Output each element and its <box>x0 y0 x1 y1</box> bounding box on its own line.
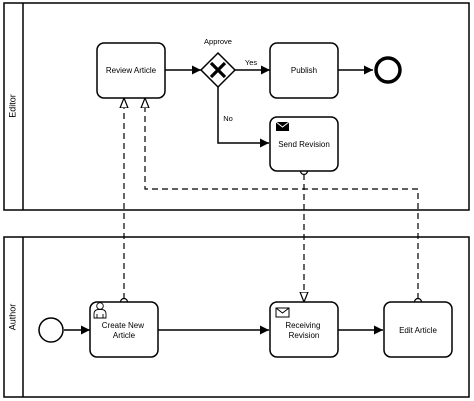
task-label-publish: Publish <box>291 66 317 75</box>
task-send-revision[interactable]: Send Revision <box>269 116 339 172</box>
task-label-receiving-line2: Revision <box>289 331 320 340</box>
svg-text:Review Article: Review Article <box>106 66 157 75</box>
task-edit-article[interactable]: Edit Article <box>383 301 453 358</box>
send-message-icon <box>275 121 290 131</box>
svg-text:Receiving Revision: Receiving Revision <box>285 321 322 340</box>
end-event[interactable] <box>374 56 402 84</box>
gateway-label: Approve <box>204 37 232 46</box>
svg-text:Send Revision: Send Revision <box>278 140 330 149</box>
receive-message-icon <box>275 307 290 318</box>
lane-label-author: Author <box>7 304 17 331</box>
task-review-article[interactable]: Review Article <box>96 42 166 99</box>
task-label-edit-article: Edit Article <box>399 326 437 335</box>
task-receiving-revision[interactable]: Receiving Revision <box>269 301 339 358</box>
start-event[interactable] <box>38 317 64 343</box>
user-icon <box>93 302 107 319</box>
gateway-yes-label: Yes <box>245 58 257 67</box>
sequence-flows <box>64 65 383 335</box>
task-label-review-article: Review Article <box>106 66 157 75</box>
lane-label-editor: Editor <box>7 94 17 118</box>
task-publish[interactable]: Publish <box>269 42 339 99</box>
flow-gateway-to-send-revision <box>217 87 269 148</box>
task-create-new-article[interactable]: Create New Article <box>89 301 159 358</box>
pool-editor: Editor <box>3 2 470 211</box>
task-label-create-line1: Create New <box>102 321 144 330</box>
exclusive-gateway[interactable] <box>199 51 237 89</box>
svg-text:Publish: Publish <box>291 66 317 75</box>
message-flows <box>124 98 419 302</box>
gateway-x-icon <box>209 61 227 79</box>
task-label-create-line2: Article <box>113 331 136 340</box>
svg-text:Edit Article: Edit Article <box>399 326 437 335</box>
gateway-no-label: No <box>223 114 233 123</box>
svg-text:Create New Article: Create New Article <box>102 321 146 340</box>
task-label-send-revision: Send Revision <box>278 140 330 149</box>
message-edit-to-review <box>145 98 419 299</box>
task-label-receiving-line1: Receiving <box>285 321 320 330</box>
